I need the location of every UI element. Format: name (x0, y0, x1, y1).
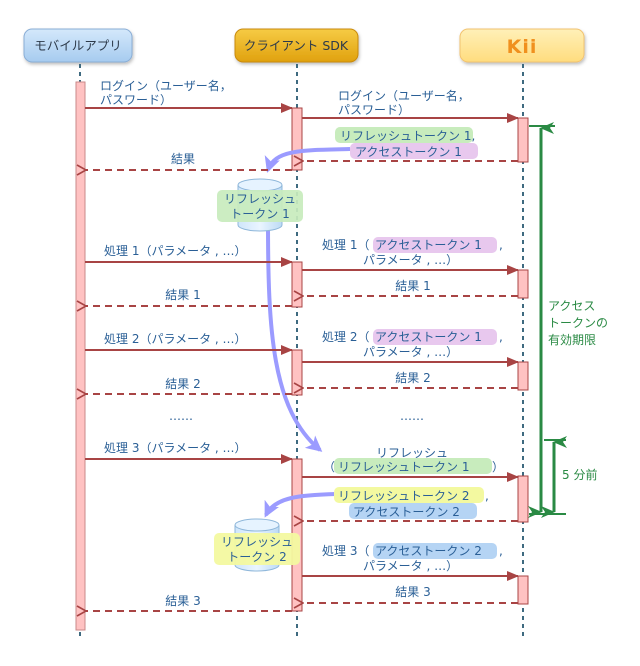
storage-label-line2: トークン 2 (227, 550, 286, 564)
storage-label-line2: トークン 1 (230, 207, 289, 221)
activation-app (75, 81, 86, 631)
message-label: 処理 3（パラメータ , …） (104, 441, 247, 455)
message-label: リフレッシュ (376, 446, 448, 460)
message-label: パスワード） (100, 93, 172, 107)
highlight-access-token-1 (373, 237, 497, 253)
storage-label-line1: リフレッシュ (224, 192, 296, 206)
before-label: 5 分前 (562, 467, 597, 482)
storage-refresh-token-2: リフレッシュ トークン 2 (214, 518, 300, 572)
message-label: 結果 3 (165, 594, 200, 608)
highlight-refresh-token-2 (334, 487, 484, 503)
message-label: 結果 3 (395, 585, 430, 599)
message-label: アクセストークン 1 (355, 145, 462, 159)
message-label: アクセストークン 1 (375, 238, 482, 252)
message-label: リフレッシュトークン 1 (338, 460, 469, 474)
message-label: 結果 (171, 152, 195, 166)
message-label: リフレッシュトークン 1, (340, 129, 475, 143)
activation-kii-login (517, 117, 529, 163)
message-label: パラメータ , …） (363, 345, 458, 359)
messages: ログイン（ユーザー名， パスワード） ログイン（ユーザー名， パスワード） リフ… (85, 78, 519, 611)
message-label: アクセストークン 1 (375, 330, 482, 344)
expiry-label-line3: 有効期限 (548, 332, 596, 347)
access-token-expiry: アクセス トークンの 有効期限 (528, 122, 608, 518)
store-refresh-token-2-arrow (264, 492, 337, 518)
highlight-access-token-2 (349, 503, 477, 519)
message-label: 処理 3（ (322, 544, 369, 558)
ellipsis-right: …… (400, 409, 424, 423)
participant-mobile-app: モバイルアプリ (23, 28, 133, 63)
ellipsis-left: …… (169, 409, 193, 423)
highlight-access-token-1 (350, 143, 478, 159)
activation-sdk-op1 (291, 261, 303, 308)
highlight-refresh-token-1 (334, 458, 492, 474)
kii-logo: Kii (507, 36, 538, 58)
message-label: アクセストークン 2 (375, 544, 482, 558)
message-label: パスワード） (338, 103, 410, 117)
message-label: ） (492, 460, 504, 474)
activation-sdk-op2 (291, 349, 303, 396)
participant-label: クライアント SDK (244, 38, 349, 53)
storage-label-line1: リフレッシュ (221, 535, 293, 549)
message-label: 結果 1 (165, 288, 200, 302)
activation-sdk-login (291, 107, 303, 171)
five-minutes-before: 5 分前 (541, 436, 597, 518)
activation-kii-op2 (517, 361, 529, 391)
highlight-refresh-token-1 (335, 127, 473, 143)
highlight-access-token-2 (373, 543, 497, 559)
message-label: , (485, 489, 489, 503)
expiry-label-line1: アクセス (548, 299, 595, 313)
participant-client-sdk: クライアント SDK (234, 28, 359, 63)
message-label: アクセストークン 2 (353, 505, 460, 519)
message-label: リフレッシュトークン 2 (338, 489, 469, 503)
use-refresh-token-1-arrow (266, 221, 323, 452)
message-label: , (499, 330, 503, 344)
activation-kii-op3 (517, 575, 529, 605)
participant-kii: Kii (459, 28, 585, 63)
message-label: パラメータ , …） (363, 559, 458, 573)
message-label: , (499, 238, 503, 252)
message-label: パラメータ , …） (363, 253, 458, 267)
storage-refresh-token-1: リフレッシュ トークン 1 (217, 178, 303, 232)
message-label: 処理 2（ (322, 330, 369, 344)
participant-label: モバイルアプリ (34, 38, 122, 53)
message-label: 処理 2（パラメータ , …） (104, 332, 247, 346)
expiry-label-line2: トークンの (548, 316, 608, 330)
store-refresh-token-1-arrow (264, 147, 351, 173)
highlight-access-token-1 (373, 329, 497, 345)
message-label: ログイン（ユーザー名， (100, 78, 232, 93)
activation-kii-refresh (517, 475, 529, 523)
message-label: ログイン（ユーザー名， (338, 88, 470, 103)
message-label: , (499, 544, 503, 558)
message-label: （ (323, 460, 335, 474)
message-label: 処理 1（ (322, 238, 369, 252)
message-label: 結果 2 (395, 371, 430, 385)
message-label: 結果 2 (165, 377, 200, 391)
activation-kii-op1 (517, 269, 529, 299)
message-label: 処理 1（パラメータ , …） (104, 244, 247, 258)
message-label: 結果 1 (395, 279, 430, 293)
